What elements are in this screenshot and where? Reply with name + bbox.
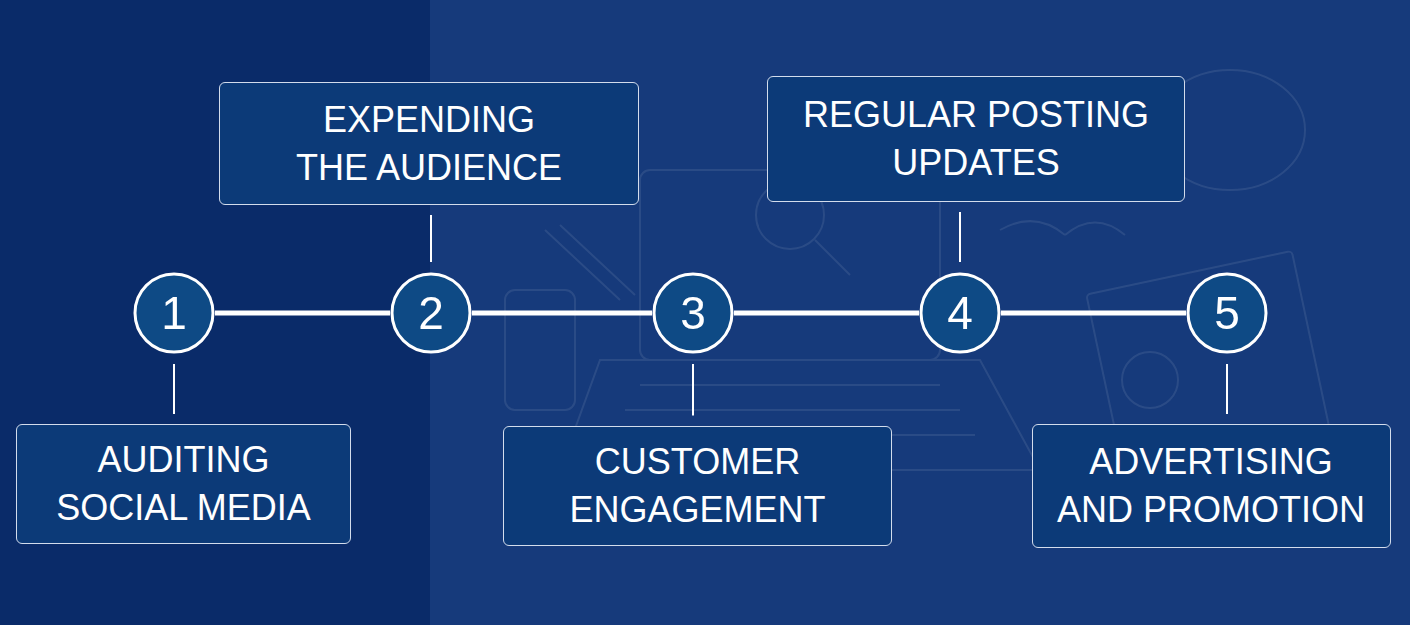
timeline-line <box>215 311 390 316</box>
step-circle: 1 <box>133 272 215 354</box>
step-label: AUDITING SOCIAL MEDIA <box>43 436 324 531</box>
step-label: EXPENDING THE AUDIENCE <box>289 96 570 191</box>
pie-chart <box>1122 352 1178 408</box>
step-circle: 3 <box>652 272 734 354</box>
circle-shape <box>135 274 213 352</box>
step-number: 2 <box>418 290 444 336</box>
step-number: 4 <box>947 290 973 336</box>
timeline-line <box>472 311 652 316</box>
timeline-line <box>1001 311 1186 316</box>
leader-line <box>430 215 432 262</box>
search-handle <box>815 240 850 275</box>
step-label: REGULAR POSTING UPDATES <box>787 91 1165 186</box>
timeline-line <box>734 311 919 316</box>
step-box: ADVERTISING AND PROMOTION <box>1032 424 1391 548</box>
step-circle: 5 <box>1186 272 1268 354</box>
step-circle: 2 <box>390 272 472 354</box>
step-box: REGULAR POSTING UPDATES <box>767 76 1185 202</box>
circle-shape <box>1188 274 1266 352</box>
step-label: CUSTOMER ENGAGEMENT <box>557 438 838 533</box>
step-box: AUDITING SOCIAL MEDIA <box>16 424 351 544</box>
glasses <box>1000 221 1125 235</box>
pens <box>545 225 635 300</box>
circle-shape <box>392 274 470 352</box>
step-number: 3 <box>680 290 706 336</box>
leader-line <box>959 212 961 262</box>
circle-shape <box>654 274 732 352</box>
step-number: 5 <box>1214 290 1240 336</box>
step-number: 1 <box>161 290 187 336</box>
circle-shape <box>921 274 999 352</box>
step-label: ADVERTISING AND PROMOTION <box>1052 438 1371 533</box>
step-circle: 4 <box>919 272 1001 354</box>
step-box: EXPENDING THE AUDIENCE <box>219 82 639 205</box>
step-box: CUSTOMER ENGAGEMENT <box>503 426 892 546</box>
leader-line <box>173 364 175 414</box>
leader-line <box>1226 364 1228 414</box>
phone <box>505 290 575 410</box>
leader-line <box>692 364 694 416</box>
